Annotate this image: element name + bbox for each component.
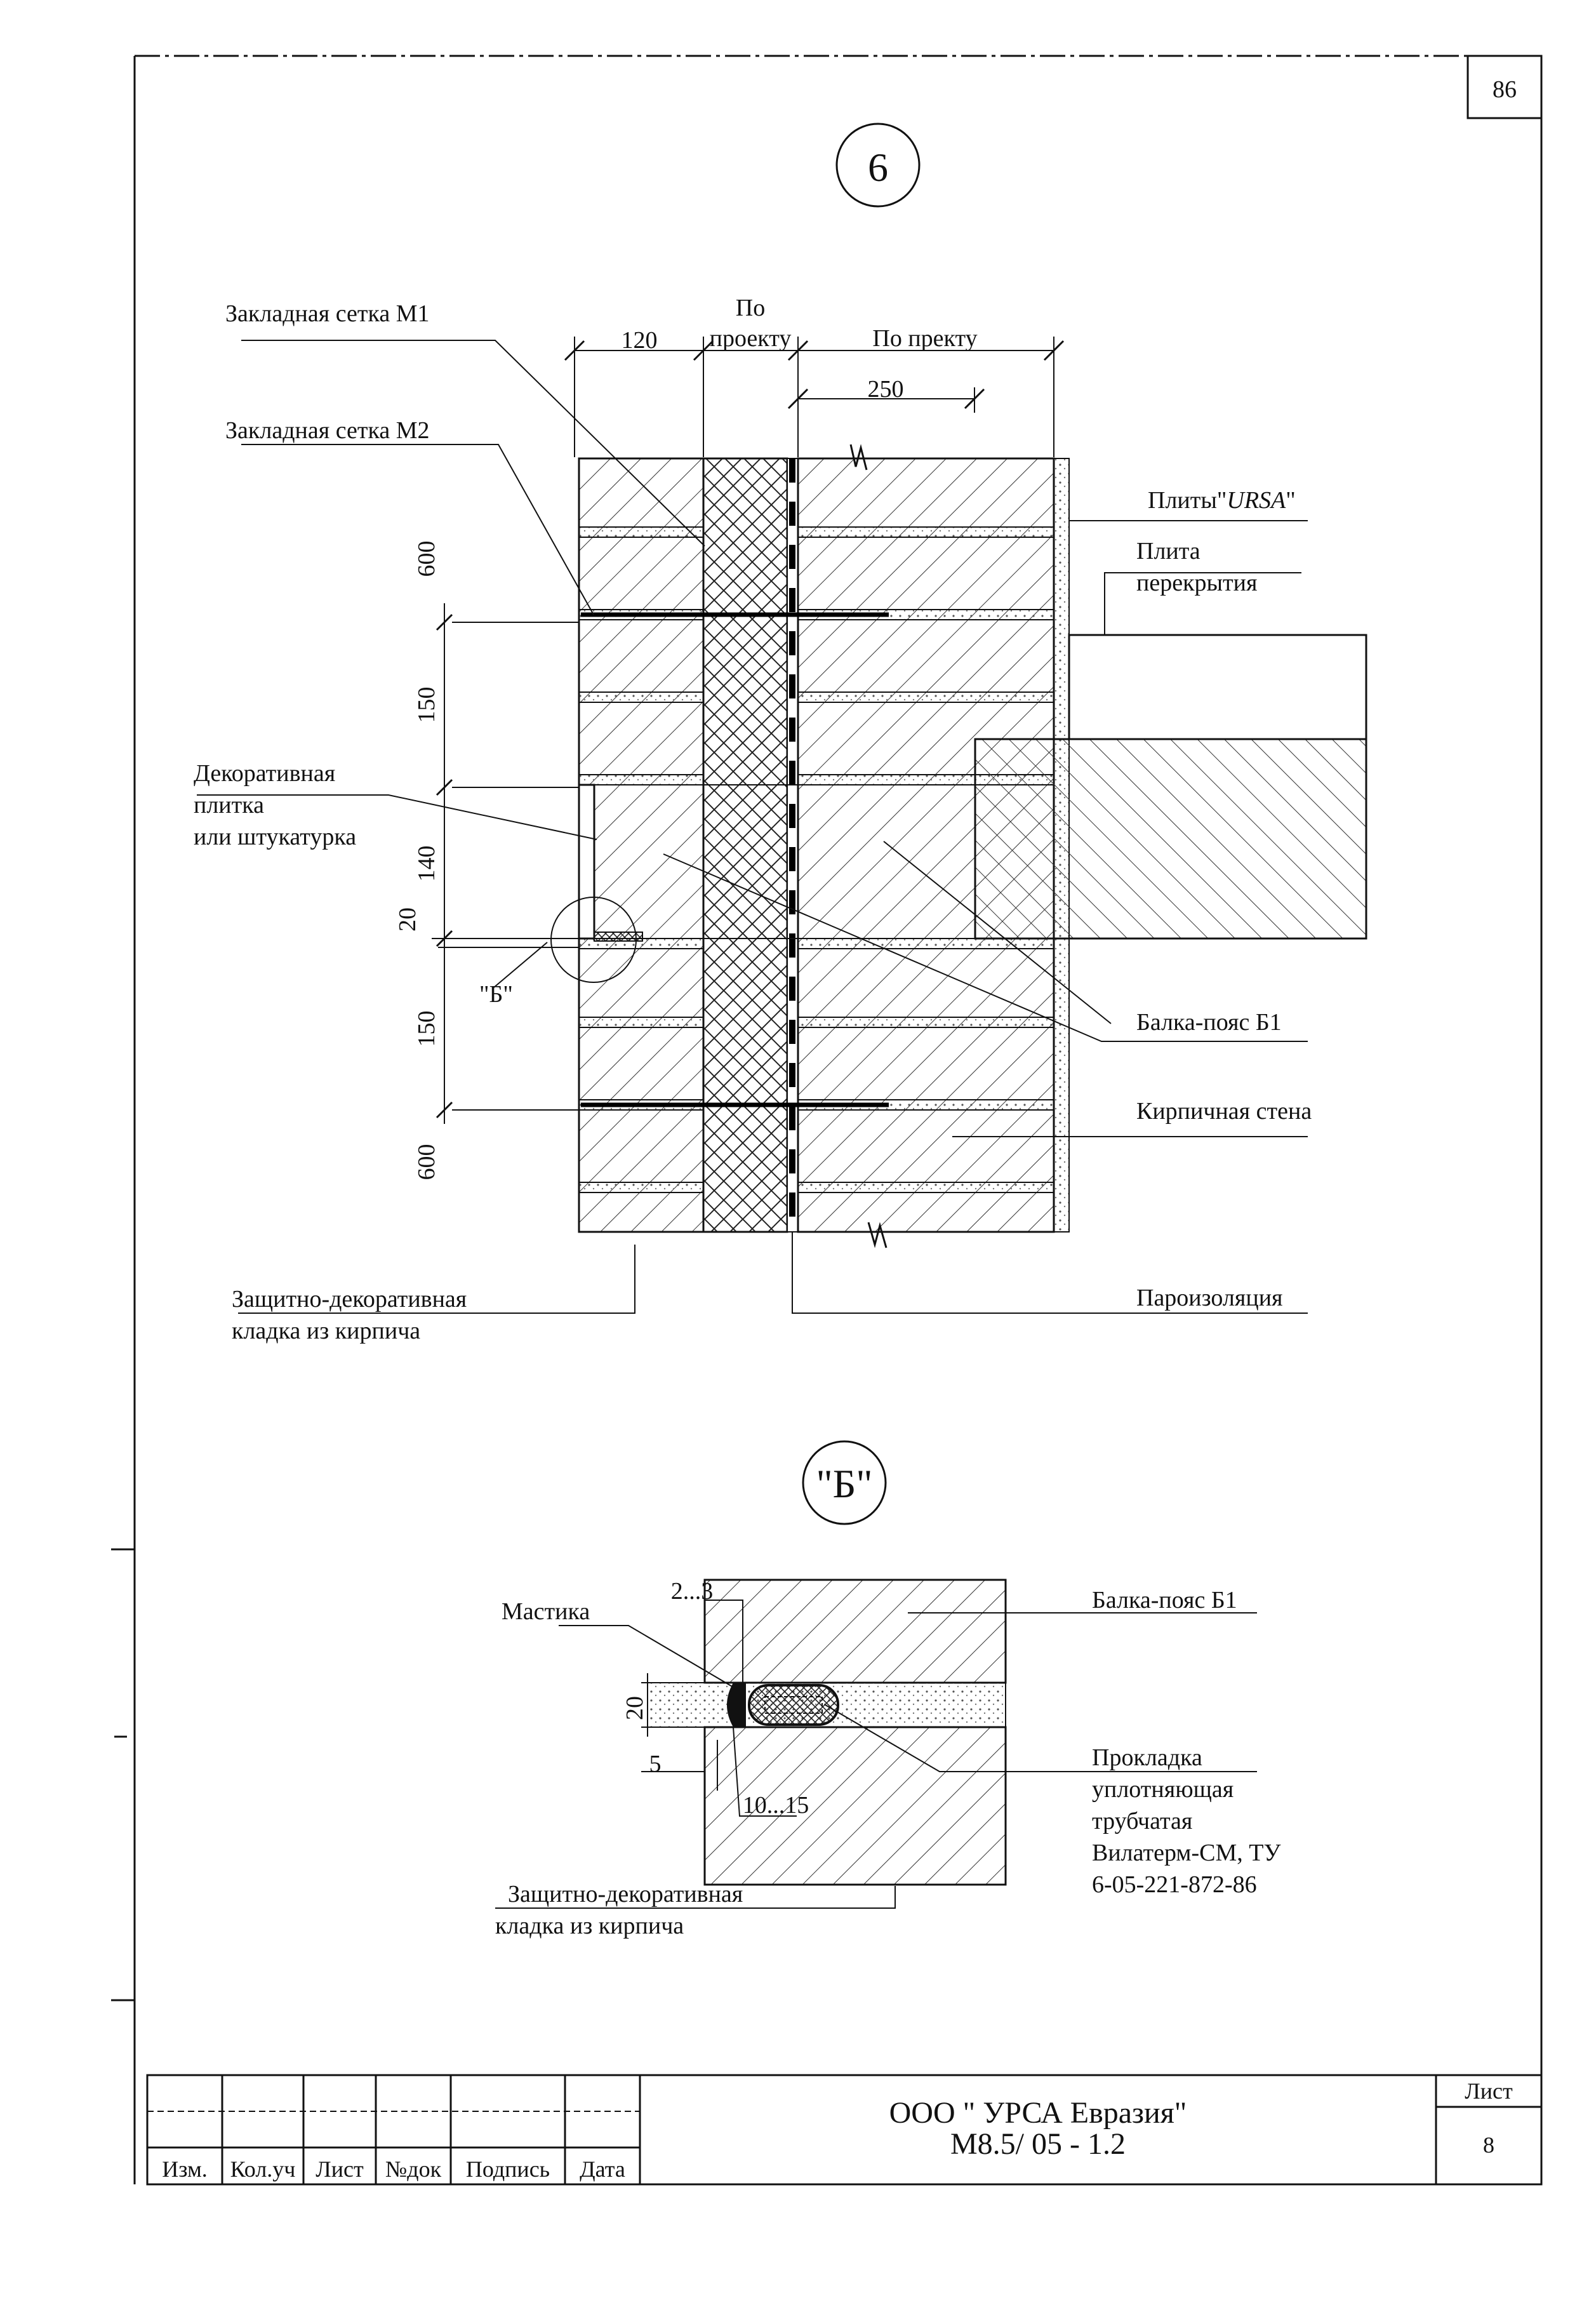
label-deco-tile-1: Декоративная: [194, 760, 335, 787]
dim-250: 250: [868, 376, 904, 403]
outer-brick-leaf: [578, 457, 705, 1233]
label-protective-masonry-2: кладка из кирпича: [232, 1318, 420, 1344]
tb-sheet-value: 8: [1483, 2132, 1494, 2158]
dim-by-project-line2: проекту: [710, 325, 792, 352]
tb-col-kolich: Кол.уч: [230, 2156, 296, 2182]
tb-sheet-label: Лист: [1465, 2078, 1513, 2104]
detail-b-dim-5: 5: [649, 1751, 662, 1777]
dim-150-top: 150: [413, 687, 440, 723]
label-ursa-plates: Плиты"URSA": [1148, 487, 1296, 514]
detail-b-label-gasket-3: трубчатая: [1092, 1808, 1192, 1834]
dim-140: 140: [413, 846, 440, 882]
dim-600-top: 600: [413, 541, 440, 577]
detail-b-marker: "Б": [802, 1440, 887, 1525]
label-deco-tile-2: плитка: [194, 792, 264, 818]
title-block: Изм. Кол.уч Лист №док Подпись Дата ООО "…: [146, 2074, 1543, 2186]
label-vapor-barrier: Пароизоляция: [1136, 1285, 1283, 1311]
label-brick-wall: Кирпичная стена: [1136, 1098, 1312, 1125]
beam-belt-outline: [594, 784, 976, 939]
dim-150-bottom: 150: [413, 1011, 440, 1047]
label-protective-masonry-1: Защитно-декоративная: [232, 1286, 467, 1313]
leader-lines: [197, 340, 1308, 1314]
detail-marker-6: 6: [835, 123, 921, 208]
label-mesh-m2: Закладная сетка М2: [225, 417, 430, 444]
label-floor-slab-1: Плита: [1136, 538, 1200, 564]
tb-col-podpis: Подпись: [466, 2156, 550, 2182]
dim-120: 120: [622, 327, 658, 354]
tb-col-data: Дата: [580, 2156, 625, 2182]
detail-b-label-gasket-1: Прокладка: [1092, 1744, 1202, 1771]
left-dimensions: 600 150 140 20 150 600: [394, 541, 579, 1180]
insulation-ursa: [702, 457, 788, 1233]
dim-by-project-line1: По: [736, 295, 765, 321]
detail-b-marker-label: "Б": [816, 1461, 873, 1506]
detail-b-label-gasket-4: Вилатерм-СМ, ТУ: [1092, 1840, 1280, 1866]
dim-by-project-right: По пректу: [872, 325, 977, 352]
tb-company: ООО " УРСА Евразия": [889, 2096, 1187, 2130]
detail-b: 2...3 20 5 10...15 Мастика Балка-пояс Б1…: [495, 1578, 1280, 1939]
detail-b-dim-10-15: 10...15: [743, 1792, 809, 1819]
floor-slab: [974, 634, 1367, 940]
callout-b-circle: [550, 897, 637, 983]
detail-b-label-masonry-1: Защитно-декоративная: [508, 1881, 743, 1907]
detail-b-label-beam-belt: Балка-пояс Б1: [1092, 1587, 1237, 1613]
detail-b-dim-2-3: 2...3: [671, 1578, 714, 1605]
dim-600-bottom: 600: [413, 1144, 440, 1180]
tb-col-izm: Изм.: [162, 2156, 208, 2182]
break-mark-top: [849, 444, 868, 471]
tb-col-ndok: №док: [385, 2156, 442, 2182]
detail-b-label-gasket-2: уплотняющая: [1092, 1776, 1234, 1803]
main-section: 120 По проекту По пректу 250: [194, 295, 1367, 1344]
sheet-frame: [111, 55, 1543, 2184]
label-mesh-m1: Закладная сетка М1: [225, 300, 430, 327]
detail-b-label-masonry-2: кладка из кирпича: [495, 1913, 684, 1939]
label-deco-tile-3: или штукатурка: [194, 824, 356, 850]
detail-b-label-mastic: Мастика: [502, 1598, 590, 1625]
sheet-number-top: 86: [1493, 76, 1517, 103]
sheet-number-box: 86: [1466, 55, 1543, 119]
detail-b-dim-20: 20: [622, 1696, 648, 1720]
label-callout-b: "Б": [479, 981, 513, 1008]
detail-b-label-gasket-5: 6-05-221-872-86: [1092, 1871, 1257, 1898]
break-mark-bottom: [867, 1222, 888, 1248]
detail-marker-6-label: 6: [868, 145, 888, 190]
label-floor-slab-2: перекрытия: [1136, 570, 1257, 596]
vapor-barrier-layer: [787, 458, 799, 1233]
top-dimensions: 120 По проекту По пректу 250: [564, 295, 1065, 457]
dim-20: 20: [394, 907, 421, 932]
label-beam-belt: Балка-пояс Б1: [1136, 1009, 1282, 1036]
tb-code: М8.5/ 05 - 1.2: [950, 2127, 1126, 2161]
tb-col-list: Лист: [316, 2156, 364, 2182]
